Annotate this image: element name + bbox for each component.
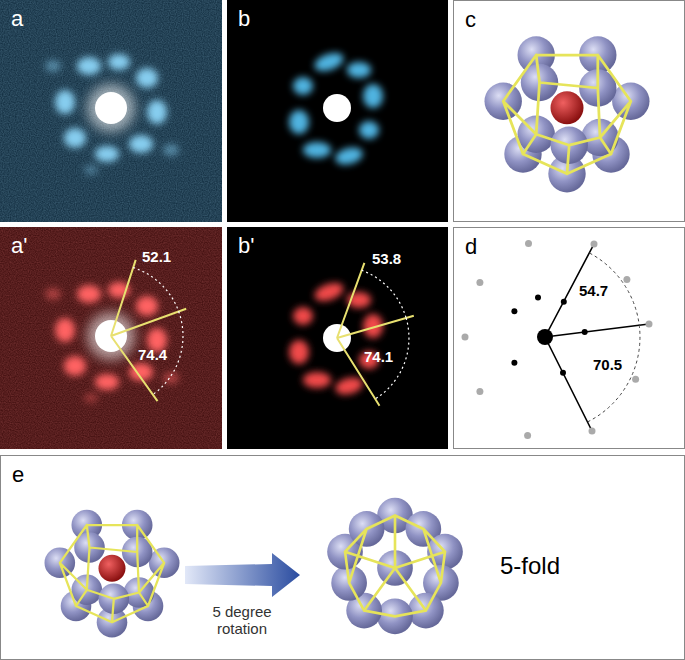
simulated-image-red [227, 227, 448, 449]
panel-letter: a [11, 6, 23, 32]
rotation-illustration [44, 498, 462, 638]
panel-letter: a' [11, 233, 27, 259]
arrow-label: 5 degree rotation [192, 603, 292, 638]
panel-letter: c [465, 7, 476, 33]
panel-letter: e [12, 462, 24, 488]
panel-frame: b [227, 0, 448, 222]
density-image-blue [0, 0, 222, 222]
panel-letter: b [238, 6, 250, 32]
panel-frame: a' [0, 227, 222, 449]
angle-line [337, 263, 414, 406]
rotation-arrow [185, 553, 300, 597]
angle-arc [362, 270, 409, 399]
angle-label: 54.7 [578, 282, 609, 299]
panel-frame: d [453, 227, 685, 449]
panel-frame: c [453, 0, 685, 222]
density-image-red [0, 227, 222, 449]
symmetry-label: 5-fold [500, 552, 560, 580]
angle-arc [133, 268, 183, 395]
angle-line [111, 260, 186, 401]
cluster-model [485, 36, 650, 192]
panel-letter: d [465, 234, 477, 260]
angle-label: 74.4 [138, 346, 167, 363]
panel-frame: a [0, 0, 222, 222]
angle-label: 74.1 [364, 348, 393, 365]
angle-label: 52.1 [142, 248, 171, 265]
angle-label: 53.8 [372, 250, 401, 267]
projection-diagram [462, 240, 653, 439]
panel-frame: e [0, 455, 685, 660]
angle-label: 70.5 [592, 356, 623, 373]
simulated-image-blue [227, 0, 448, 222]
panel-letter: b' [238, 233, 254, 259]
panel-frame: b' [227, 227, 448, 449]
